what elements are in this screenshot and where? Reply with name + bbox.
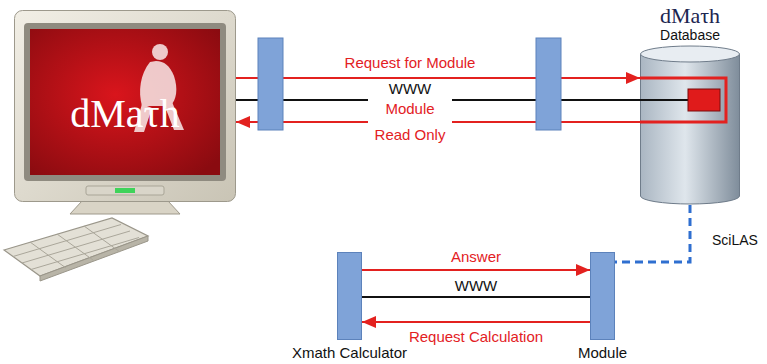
power-light <box>115 188 135 193</box>
connector <box>615 205 690 262</box>
data-channel <box>640 78 726 122</box>
module-record <box>688 89 720 111</box>
keyboard-keys <box>13 225 139 270</box>
cylinder-top <box>641 46 740 62</box>
edge-label: WWW <box>455 278 497 294</box>
monitor-stand <box>70 201 180 214</box>
connector <box>362 321 590 323</box>
system-label: SciLAS <box>712 232 758 249</box>
keyboard-edge <box>40 236 148 281</box>
edge-label: Module Read Only <box>368 96 452 148</box>
module-box: Module <box>590 252 615 340</box>
control-strip <box>86 186 164 195</box>
monitor-screen <box>30 29 220 175</box>
connector <box>362 269 590 271</box>
node-caption: Module <box>578 344 627 361</box>
monitor-bezel <box>15 11 236 202</box>
edge-label: Request for Module <box>345 55 476 71</box>
data-channel <box>640 99 688 101</box>
database-cylinder: dMaτhDatabase <box>640 4 740 205</box>
cylinder-body <box>641 54 740 204</box>
database-heading: Database <box>640 27 740 44</box>
edge-label: Request Calculation <box>409 329 543 345</box>
database-logo: dMaτh <box>640 4 740 28</box>
gateway-box <box>258 38 283 130</box>
gateway-box <box>536 38 561 130</box>
node-caption: Xmath Calculator <box>292 344 407 361</box>
computer-monitor: dMaτh <box>14 10 236 202</box>
edge-label: WWW <box>389 81 431 97</box>
edge-label: Answer <box>451 249 501 265</box>
calculator-box: Xmath Calculator <box>337 252 362 340</box>
connector <box>236 77 640 79</box>
screen-logo: dMaτh <box>30 90 220 138</box>
connector <box>362 296 590 298</box>
screen-recess <box>24 23 226 181</box>
